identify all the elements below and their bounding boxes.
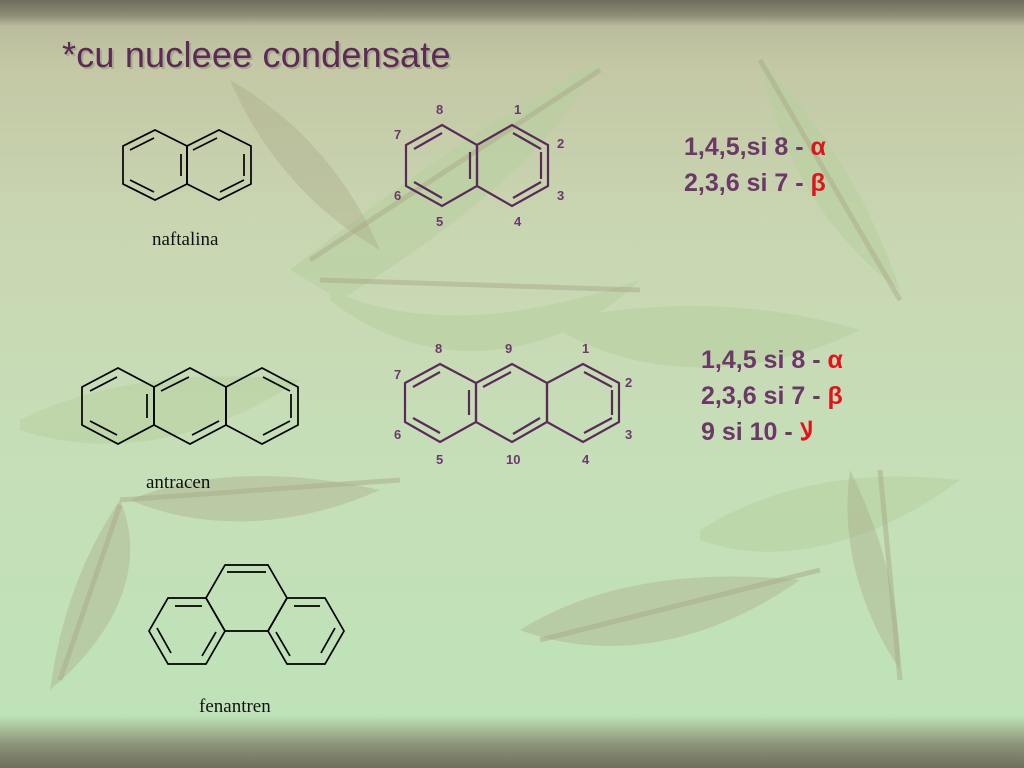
naphthalene-num-4: 4 bbox=[514, 214, 522, 229]
naphthalene-num-6: 6 bbox=[394, 188, 401, 203]
fenantren-label: fenantren bbox=[199, 696, 271, 717]
antracen-label: antracen bbox=[146, 472, 211, 493]
naphthalene-num-7: 7 bbox=[394, 127, 401, 142]
anthracene-structure bbox=[81, 367, 299, 445]
alpha-symbol: α bbox=[827, 346, 843, 374]
naphthalene-structure bbox=[122, 129, 252, 201]
naphthalene-numbered-structure: 8 1 7 2 6 3 5 4 bbox=[394, 102, 564, 229]
anthracene-num-6: 6 bbox=[394, 427, 401, 442]
beta-symbol: β bbox=[827, 382, 843, 410]
anthracene-num-1: 1 bbox=[582, 341, 589, 356]
phenanthrene-structure bbox=[148, 564, 345, 665]
naphthalene-num-5: 5 bbox=[436, 214, 443, 229]
naphthalene-num-3: 3 bbox=[557, 188, 564, 203]
alpha-symbol: α bbox=[810, 133, 826, 161]
anthracene-numbered-structure: 8 9 1 7 2 6 3 5 10 4 bbox=[394, 341, 632, 467]
anthracene-num-2: 2 bbox=[625, 375, 632, 390]
anthracene-num-5: 5 bbox=[436, 452, 443, 467]
anthracene-num-7: 7 bbox=[394, 367, 401, 382]
anthracene-num-3: 3 bbox=[625, 427, 632, 442]
naphthalene-beta-line: 2,3,6 si 7 - β bbox=[684, 169, 826, 197]
anthracene-beta-line: 2,3,6 si 7 - β bbox=[701, 382, 843, 410]
anthracene-num-8: 8 bbox=[435, 341, 442, 356]
naphthalene-positions: 1,4,5,si 8 - α 2,3,6 si 7 - β bbox=[684, 129, 826, 201]
gamma-symbol: ﻻ bbox=[799, 418, 814, 446]
bottom-shadow-band bbox=[0, 716, 1024, 768]
anthracene-positions: 1,4,5 si 8 - α 2,3,6 si 7 - β 9 si 10 - … bbox=[701, 342, 843, 450]
beta-symbol: β bbox=[810, 169, 826, 197]
top-shadow-band bbox=[0, 0, 1024, 26]
naphthalene-num-1: 1 bbox=[514, 102, 521, 117]
anthracene-gamma-line: 9 si 10 - ﻻ bbox=[701, 418, 814, 446]
naphthalene-alpha-line: 1,4,5,si 8 - α bbox=[684, 133, 826, 161]
anthracene-num-10: 10 bbox=[506, 452, 520, 467]
naftalina-label: naftalina bbox=[152, 229, 219, 250]
naphthalene-num-2: 2 bbox=[557, 136, 564, 151]
slide-title: *cu nucleee condensate bbox=[62, 34, 451, 75]
naphthalene-num-8: 8 bbox=[436, 102, 443, 117]
anthracene-alpha-line: 1,4,5 si 8 - α bbox=[701, 346, 843, 374]
anthracene-num-9: 9 bbox=[505, 341, 512, 356]
anthracene-num-4: 4 bbox=[582, 452, 590, 467]
